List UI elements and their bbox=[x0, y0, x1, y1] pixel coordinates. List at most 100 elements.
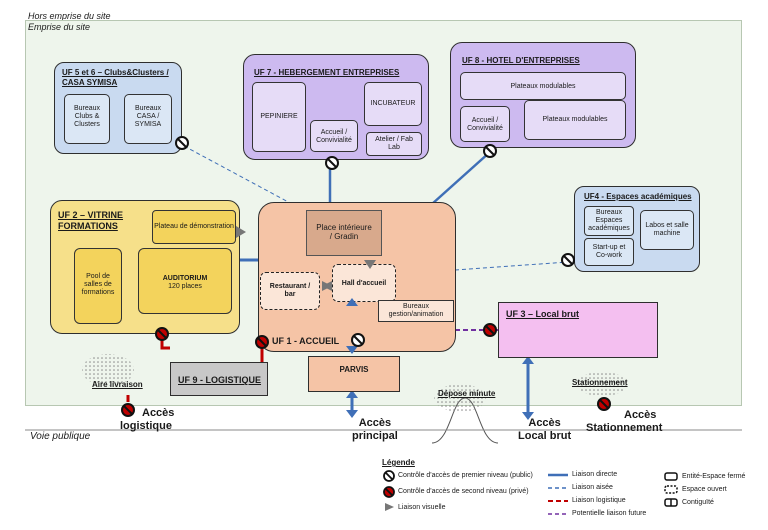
depose-minute-zone bbox=[434, 384, 486, 412]
legend-ouvert: Espace ouvert bbox=[682, 486, 727, 493]
uf7-atelier: Atelier / Fab Lab bbox=[366, 132, 422, 156]
control-private-icon bbox=[121, 403, 135, 417]
uf7-accueil-line2: Convivialité bbox=[316, 137, 352, 144]
uf2-pool-line3: formations bbox=[81, 289, 115, 296]
uf7-atelier-line1: Atelier / Fab bbox=[375, 136, 413, 143]
uf7-accueil: Accueil / Convivialité bbox=[310, 120, 358, 152]
legend-direct: Liaison directe bbox=[572, 471, 618, 478]
uf1-restaurant-line1: Restaurant / bbox=[269, 283, 311, 290]
stationnement-label: Stationnement bbox=[572, 378, 628, 387]
public-road-label: Voie publique bbox=[30, 431, 91, 442]
uf56-box2-line1: Bureaux bbox=[134, 105, 162, 112]
uf4-labos-line1: Labos et salle bbox=[645, 222, 689, 229]
uf1-hall: Hall d'accueil bbox=[332, 264, 396, 302]
aire-livraison-label: Aire livraison bbox=[92, 380, 143, 389]
legend-title: Légende bbox=[382, 458, 415, 467]
legend-visual: Liaison visuelle bbox=[398, 504, 446, 511]
uf56-box1-line3: Clusters bbox=[74, 121, 100, 128]
legend-ferme: Entité-Espace fermé bbox=[682, 473, 746, 480]
uf56-title-2: CASA SYMISA bbox=[62, 78, 118, 87]
uf56-bureaux-casa: Bureaux CASA / SYMISA bbox=[124, 94, 172, 144]
depose-minute-label: Dépose minute bbox=[438, 389, 496, 398]
control-public-icon bbox=[561, 253, 575, 267]
legend-control-private-icon bbox=[383, 486, 395, 498]
acces-principal-line2: principal bbox=[352, 430, 398, 442]
uf9-box bbox=[170, 362, 268, 396]
stationnement-zone bbox=[576, 372, 628, 396]
legend-control2: Contrôle d'accès de second niveau (privé… bbox=[398, 488, 529, 495]
uf8-plateaux-2: Plateaux modulables bbox=[524, 100, 626, 140]
link-uf4-accueil bbox=[454, 261, 569, 271]
legend-contiguite: Contiguïté bbox=[682, 499, 714, 506]
visual-arrow-icon bbox=[236, 226, 246, 238]
uf2-pool-line2: salles de bbox=[84, 281, 112, 288]
acces-logistique-line2: logistique bbox=[120, 420, 172, 432]
uf7-pepiniere: PEPINIERE bbox=[252, 82, 306, 152]
uf2-auditorium: AUDITORIUM 120 places bbox=[138, 248, 232, 314]
uf2-pool-line1: Pool de bbox=[86, 273, 110, 280]
uf4-bureaux: Bureaux Espaces académiques bbox=[584, 206, 634, 236]
uf3-box bbox=[498, 302, 658, 358]
control-public-icon bbox=[483, 144, 497, 158]
uf7-accueil-line1: Accueil / bbox=[320, 129, 348, 136]
uf7-pepiniere-label: PEPINIERE bbox=[260, 113, 298, 120]
outside-zone-label: Hors emprise du site bbox=[28, 11, 111, 21]
uf4-startup-line1: Start-up et bbox=[592, 244, 626, 251]
aire-livraison-zone bbox=[82, 354, 134, 386]
uf1-bureaux: Bureaux gestion/animation bbox=[378, 300, 454, 322]
uf7-atelier-line2: Lab bbox=[388, 144, 400, 151]
arrow-down-icon bbox=[346, 410, 358, 418]
arrow-up-icon bbox=[346, 298, 358, 306]
uf1-restaurant: Restaurant / bar bbox=[260, 272, 320, 310]
uf8-accueil: Accueil / Convivialité bbox=[460, 106, 510, 142]
uf2-auditorium-line1: AUDITORIUM bbox=[162, 275, 208, 282]
acces-principal-line1: Accès bbox=[358, 417, 392, 429]
arrow-down-icon bbox=[346, 346, 358, 354]
acces-principal-label: Accès principal bbox=[352, 417, 398, 443]
uf1-place-line1: Place intérieure bbox=[316, 223, 372, 232]
acces-stationnement-line1: Accès bbox=[624, 409, 657, 421]
uf1-bureaux-line1: Bureaux bbox=[402, 303, 430, 310]
uf4-bureaux-line3: académiques bbox=[588, 225, 630, 232]
uf8-plateaux2-label: Plateaux modulables bbox=[542, 116, 608, 123]
legend-logistique: Liaison logistique bbox=[572, 497, 626, 504]
arrow-up-icon bbox=[522, 356, 534, 364]
uf4-bureaux-line2: Espaces bbox=[595, 217, 623, 224]
uf8-plateaux1-label: Plateaux modulables bbox=[510, 83, 576, 90]
legend-ferme-icon bbox=[664, 472, 678, 481]
uf3-title: UF 3 – Local brut bbox=[506, 309, 580, 319]
uf4-labos: Labos et salle machine bbox=[640, 210, 694, 250]
acces-stationnement-label: Accès Stationnement bbox=[586, 409, 662, 435]
legend-control-public-icon bbox=[383, 470, 395, 482]
acces-logistique-line1: Accès bbox=[142, 407, 175, 419]
control-public-icon bbox=[351, 333, 365, 347]
arrow-down-icon bbox=[522, 412, 534, 420]
uf56-bureaux-clubs: Bureaux Clubs & Clusters bbox=[64, 94, 110, 144]
uf1-bureaux-line2: gestion/animation bbox=[388, 311, 444, 318]
visual-arrow-icon bbox=[364, 260, 376, 269]
uf8-accueil-line1: Accueil / bbox=[471, 117, 499, 124]
control-private-icon bbox=[155, 327, 169, 341]
uf56-title-1: UF 5 et 6 – Clubs&Clusters / bbox=[62, 68, 169, 77]
legend-visual-icon bbox=[385, 503, 394, 511]
uf1-hall-label: Hall d'accueil bbox=[341, 280, 387, 287]
control-public-icon bbox=[175, 136, 189, 150]
link-uf8-accueil bbox=[431, 151, 491, 205]
uf8-title: UF 8 - HOTEL D'ENTREPRISES bbox=[462, 56, 580, 65]
uf9-title: UF 9 - LOGISTIQUE bbox=[178, 375, 262, 385]
uf2-plateau-label: Plateau de démonstration bbox=[154, 223, 234, 230]
uf8-plateaux-1: Plateaux modulables bbox=[460, 72, 626, 100]
uf7-incubateur-label: INCUBATEUR bbox=[370, 100, 416, 107]
site-zone-label: Emprise du site bbox=[28, 22, 91, 32]
legend-aisee: Liaison aisée bbox=[572, 484, 613, 491]
control-private-icon bbox=[255, 335, 269, 349]
uf1-place-interieure: Place intérieure / Gradin bbox=[306, 210, 382, 256]
acces-local-brut-line1: Accès bbox=[528, 417, 561, 429]
visual-arrow-icon bbox=[322, 281, 332, 291]
uf4-labos-line2: machine bbox=[653, 230, 681, 237]
parvis-box: PARVIS bbox=[308, 356, 400, 392]
uf2-auditorium-line2: 120 places bbox=[168, 283, 202, 290]
